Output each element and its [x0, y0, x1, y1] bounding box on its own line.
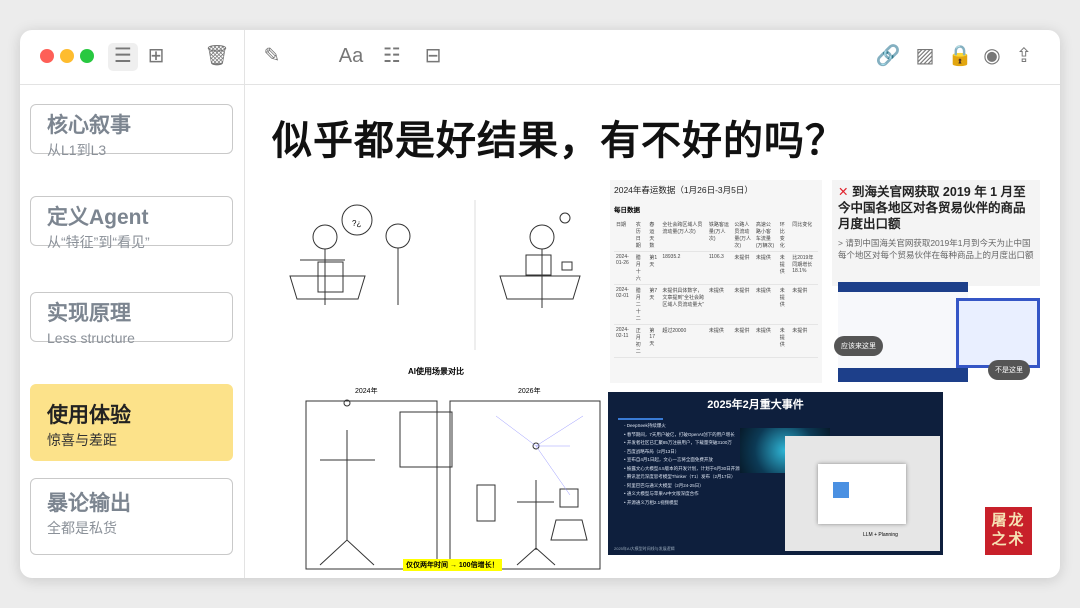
label-2026: 2026年	[518, 388, 541, 395]
sidebar-item-define-agent[interactable]: 定义Agent 从“特征”到“看见”	[30, 196, 233, 250]
label-2024: 2024年	[355, 388, 378, 395]
sidebar-item-opinions[interactable]: 暴论输出全都是私货	[30, 478, 233, 555]
customs-heading: 到海关官网获取 2019 年 1 月至今中国各地区对各贸易伙伴的商品月度出口额	[838, 185, 1026, 231]
trash-icon[interactable]: 🗑	[204, 45, 230, 67]
close-button[interactable]	[40, 49, 54, 63]
page-title: 似乎都是好结果，有不好的吗？	[272, 119, 846, 163]
font-icon[interactable]: Aa	[338, 45, 364, 67]
compose-icon[interactable]: ✎	[263, 45, 281, 67]
table-icon[interactable]: ⊟	[424, 45, 442, 67]
app-window: ☰ ⊞ 🗑 ✎ Aa ☷ ⊟ 🔗 ▨ 🔒 ◉ ⇪ 核心叙事从L1到L3 定义Ag…	[20, 30, 1060, 578]
slide-image: 2025年2月重大事件 - DeepSeek持续爆火• 春节期间，7天用户破亿，…	[608, 392, 943, 555]
item-subtitle: 从“特征”到“看见”	[47, 234, 150, 250]
stick-figure-illustration	[289, 200, 601, 570]
item-subtitle: 从L1到L3	[47, 142, 107, 158]
maximize-button[interactable]	[80, 49, 94, 63]
table-subtitle: 每日数据	[614, 207, 640, 214]
table-title: 2024年春运数据（1月26日-3月5日）	[614, 185, 753, 195]
brand-logo: 屠龙之术	[985, 507, 1032, 555]
minimize-button[interactable]	[60, 49, 74, 63]
item-title: 暴论输出	[47, 492, 131, 515]
item-title: 定义Agent	[47, 206, 149, 229]
item-title: 使用体验	[47, 404, 131, 427]
comparison-image: AI使用场景对比 2024年 2026年 ?¿ 仅仅两年时间 → 100倍增长！	[270, 180, 602, 575]
slide-footer: 2025年AI大模型时间线与发展逻辑	[614, 546, 675, 551]
list-view-icon[interactable]: ☰	[108, 43, 138, 71]
checklist-icon[interactable]: ☷	[383, 45, 401, 67]
slide-bullets: - DeepSeek持续爆火• 春节期间，7天用户破亿，打破OpenAI创下的用…	[624, 423, 740, 505]
sidebar-item-experience[interactable]: 使用体验惊喜与差距	[30, 384, 233, 461]
slide-title: 2025年2月重大事件	[707, 399, 804, 411]
chart-heading: AI使用场景对比	[408, 367, 464, 376]
item-subtitle: 全都是私货	[47, 520, 117, 536]
sidebar-divider	[244, 30, 245, 578]
wrong-site-screenshot	[956, 298, 1040, 368]
slide-overlay-text: LLM + Planning	[863, 532, 898, 538]
item-subtitle: 惊喜与差距	[47, 432, 117, 448]
share-icon[interactable]: ⇪	[1015, 45, 1033, 67]
image-icon[interactable]: ▨	[915, 45, 935, 67]
account-icon[interactable]: ◉	[983, 45, 1001, 67]
thought-text: ?¿	[352, 219, 362, 228]
item-title: 实现原理	[47, 302, 131, 325]
web-screenshot: LLM + Planning	[785, 436, 940, 551]
cross-icon: ✕	[838, 185, 852, 199]
toolbar: ☰ ⊞ 🗑 ✎ Aa ☷ ⊟ 🔗 ▨ 🔒 ◉ ⇪	[20, 30, 1060, 85]
link-icon[interactable]: 🔗	[875, 45, 901, 67]
table-image: 2024年春运数据（1月26日-3月5日） 每日数据 日期农历日期春运天数全社会…	[610, 180, 822, 383]
item-subtitle: Less structure	[47, 330, 135, 346]
grid-view-icon[interactable]: ⊞	[147, 45, 165, 67]
data-table: 日期农历日期春运天数全社会跨区域人员流动量(万人次)铁路客运量(万人次)公路人员…	[614, 219, 818, 358]
logo-text: 屠龙之术	[991, 512, 1026, 548]
customs-image: ✕ 到海关官网获取 2019 年 1 月至今中国各地区对各贸易伙伴的商品月度出口…	[832, 180, 1040, 385]
customs-site-screenshot	[838, 282, 968, 382]
tag-correct: 应该来这里	[834, 336, 883, 356]
sidebar-item-principle[interactable]: 实现原理 Less structure	[30, 292, 233, 346]
sidebar-item-core-narrative[interactable]: 核心叙事从L1到L3	[30, 104, 233, 158]
tag-wrong: 不是这里	[988, 360, 1030, 380]
lock-icon[interactable]: 🔒	[947, 45, 973, 67]
customs-prompt: > 请到中国海关官网获取2019年1月到今天为止中国每个地区对每个贸易伙伴在每种…	[838, 238, 1034, 260]
caption-badge: 仅仅两年时间 → 100倍增长！	[403, 559, 502, 571]
item-title: 核心叙事	[47, 114, 131, 137]
